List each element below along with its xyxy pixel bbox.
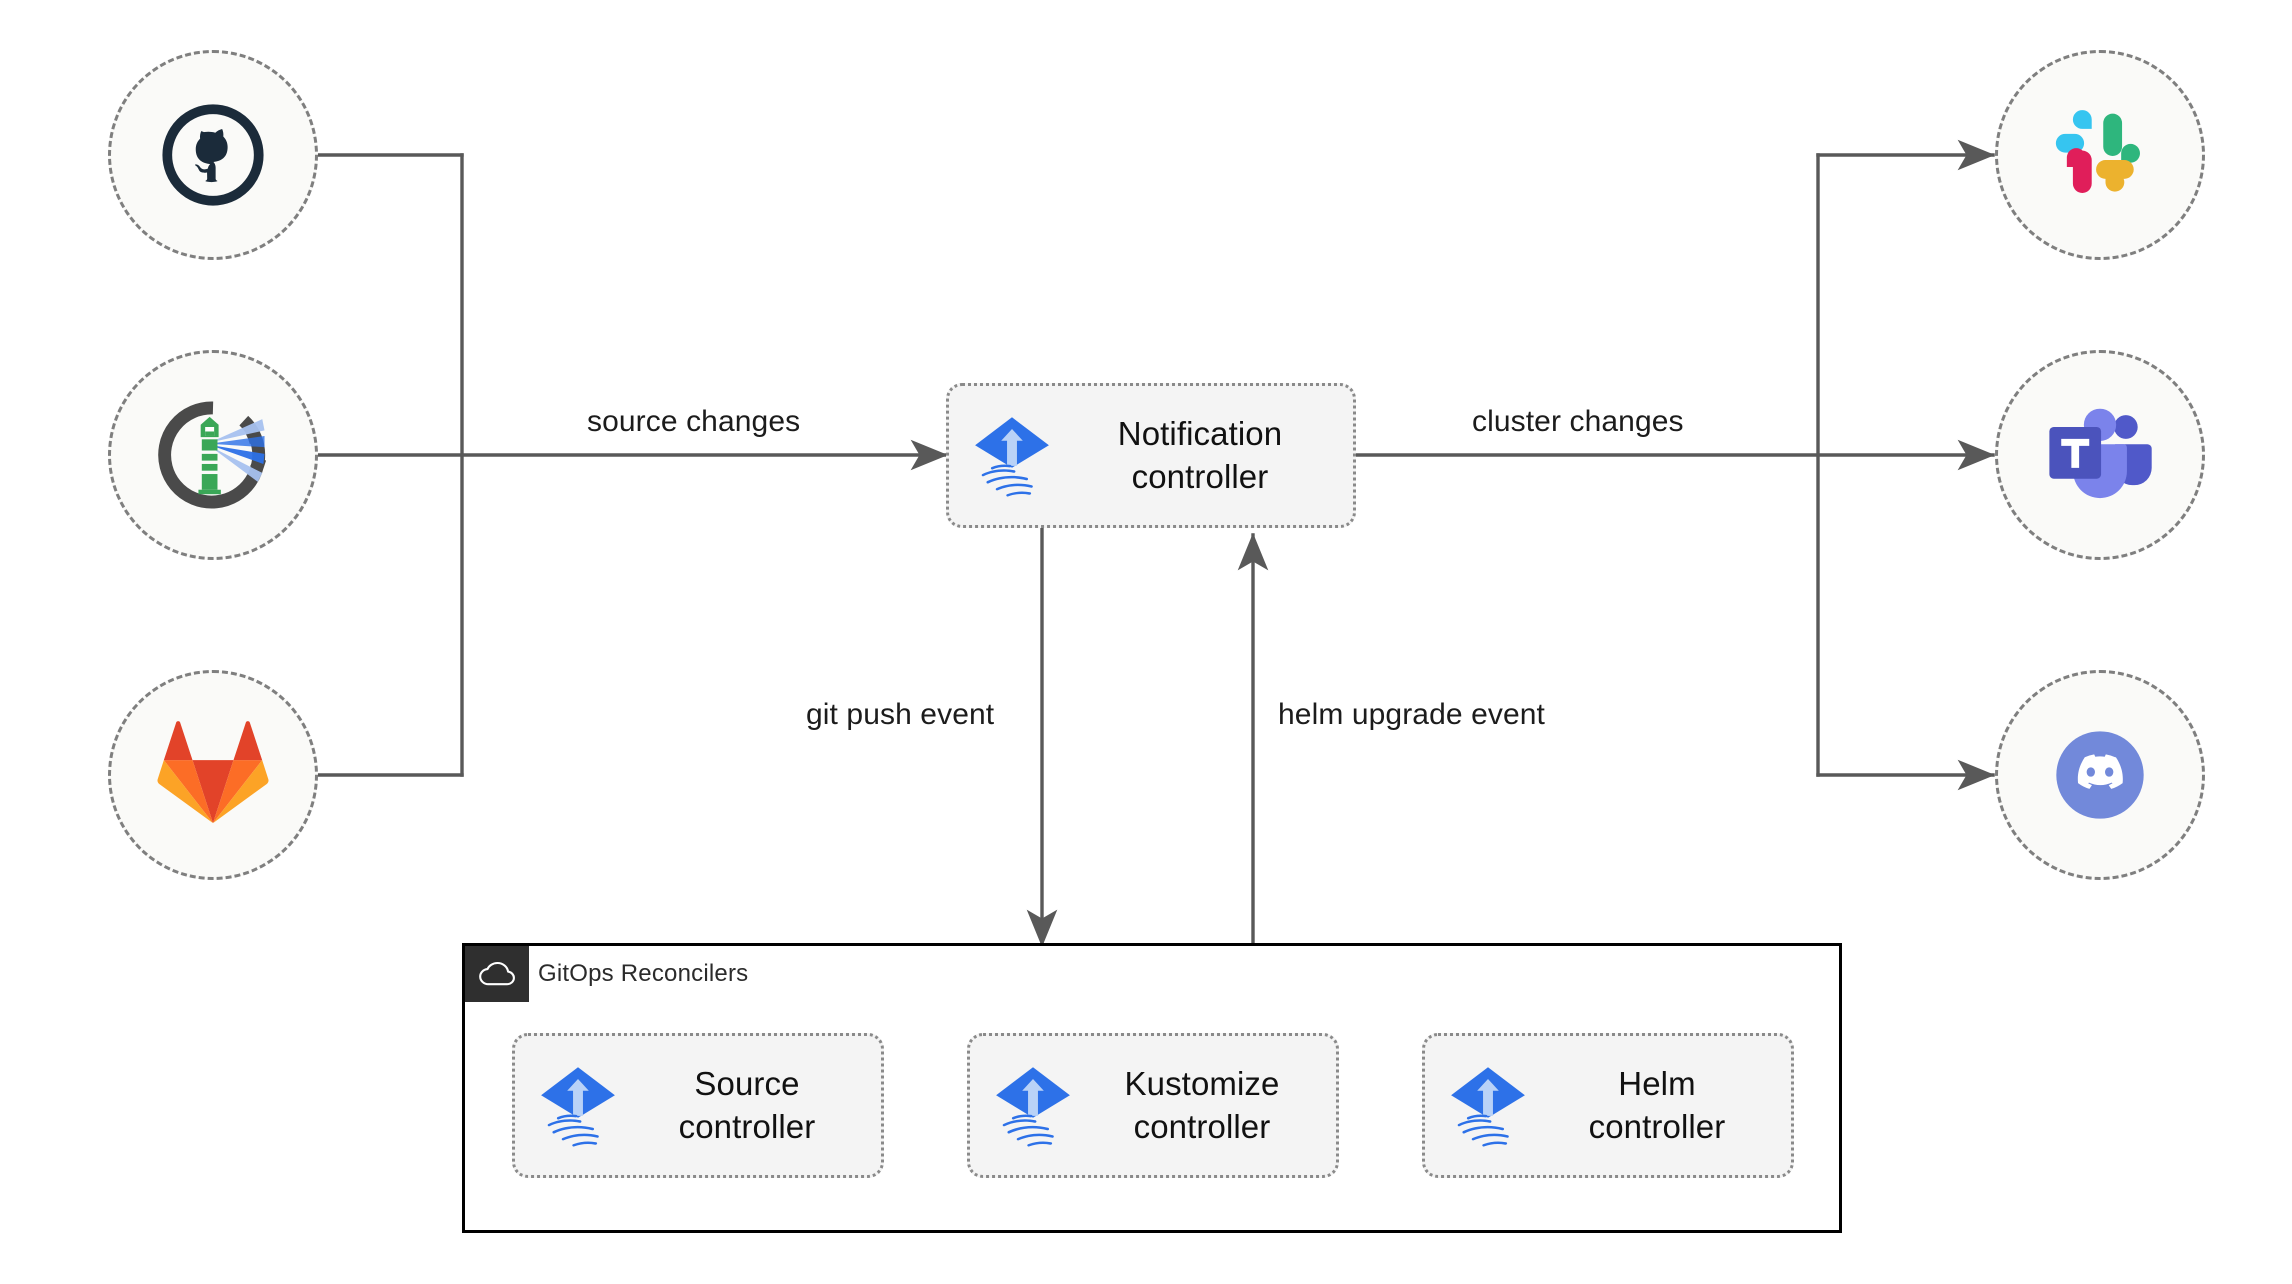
- helm-controller-box[interactable]: Helm controller: [1422, 1033, 1794, 1178]
- edge-label-git-push-event: git push event: [800, 698, 1001, 732]
- gitlab-icon: [157, 721, 269, 824]
- flux-logo-icon: [996, 1066, 1070, 1146]
- flux-logo-icon: [975, 416, 1049, 496]
- slack-icon: [2055, 110, 2140, 193]
- source-node-github[interactable]: [108, 50, 318, 260]
- source-controller-label: Source controller: [678, 1065, 816, 1145]
- flux-lighthouse-icon: [158, 401, 267, 509]
- github-icon: [162, 104, 264, 206]
- target-node-discord[interactable]: [1995, 670, 2205, 880]
- kustomize-controller-box[interactable]: Kustomize controller: [967, 1033, 1339, 1178]
- target-node-slack[interactable]: [1995, 50, 2205, 260]
- source-node-flux[interactable]: [108, 350, 318, 560]
- group-tab: [465, 946, 529, 1002]
- edge-label-helm-upgrade-event: helm upgrade event: [1272, 698, 1551, 732]
- edge-label-source-changes: source changes: [581, 405, 807, 439]
- flux-logo-icon: [541, 1066, 615, 1146]
- discord-icon: [2056, 731, 2144, 819]
- target-node-teams[interactable]: [1995, 350, 2205, 560]
- notification-controller-box[interactable]: Notification controller: [946, 383, 1356, 528]
- kustomize-controller-label: Kustomize controller: [1124, 1065, 1280, 1145]
- edge-label-cluster-changes: cluster changes: [1466, 405, 1690, 439]
- helm-controller-label: Helm controller: [1588, 1065, 1726, 1145]
- notification-controller-label: Notification controller: [1117, 415, 1283, 495]
- group-title: GitOps Reconcilers: [538, 960, 749, 987]
- flux-logo-icon: [1451, 1066, 1525, 1146]
- ms-teams-icon: [2049, 408, 2152, 499]
- cloud-icon: [479, 961, 515, 986]
- source-node-gitlab[interactable]: [108, 670, 318, 880]
- source-controller-box[interactable]: Source controller: [512, 1033, 884, 1178]
